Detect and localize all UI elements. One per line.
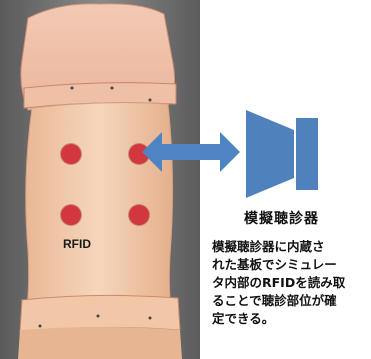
description-line: タ内部のRFIDを読み取: [212, 274, 370, 292]
device-description: 模擬聴診器に内蔵さ れた基板でシミュレー タ内部のRFIDを読み取 ることで聴診…: [212, 238, 370, 328]
rfid-sensor-upper-left: [61, 144, 81, 164]
torso-mannequin-photo: [0, 0, 200, 359]
description-line: れた基板でシミュレー: [212, 256, 370, 274]
rfid-sensor-lower-right: [129, 205, 149, 225]
device-title: 模擬聴診器: [244, 208, 319, 228]
description-line: ることで聴診部位が確: [212, 292, 370, 310]
description-line: 模擬聴診器に内蔵さ: [212, 238, 370, 256]
rfid-label: RFID: [63, 237, 91, 251]
speaker-shaped-stethoscope-icon: [246, 110, 320, 198]
rfid-sensor-lower-left: [61, 205, 81, 225]
double-headed-arrow-icon: [142, 130, 240, 174]
description-line: 定できる。: [212, 310, 370, 328]
